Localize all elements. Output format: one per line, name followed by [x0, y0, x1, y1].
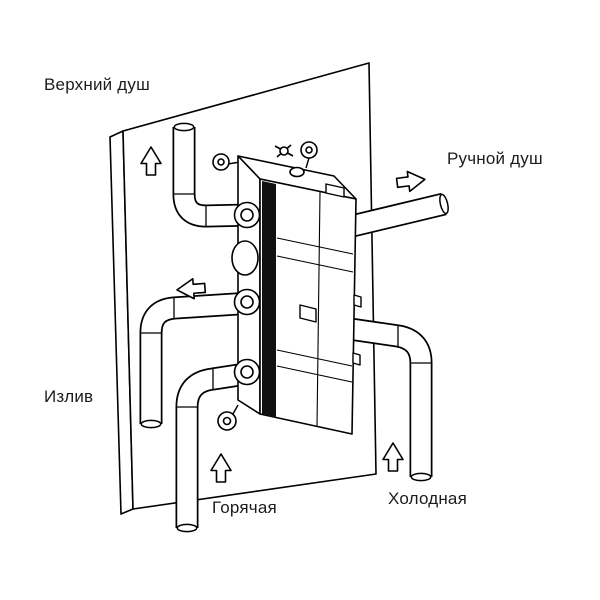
valve-gasket-stripe — [262, 181, 276, 418]
label-hot-water: Горячая — [212, 498, 277, 517]
mounting-bracket-top — [212, 141, 318, 171]
pipe-open-end — [439, 193, 449, 215]
diverter-knob — [231, 240, 259, 276]
front-panel-details — [276, 183, 362, 428]
pipe-elbow-seams — [139, 296, 175, 334]
label-cold-water: Холодная — [388, 489, 467, 508]
cold-water-pipe — [348, 317, 433, 482]
valve-top-knob — [289, 166, 305, 178]
pipe-open-end — [173, 122, 195, 132]
pipe-open-end — [410, 472, 432, 482]
mixer-valve-body — [212, 141, 362, 435]
hot-water-pipe — [175, 361, 254, 533]
pipe-open-end — [140, 419, 162, 429]
pipe-open-end — [176, 523, 198, 533]
pipe-elbow-seams — [175, 367, 214, 408]
cold-water-flow-arrow — [382, 442, 404, 472]
pipe-elbow-seams — [397, 324, 433, 364]
hand-shower-flow-arrow — [395, 168, 427, 194]
mounting-bracket-bottom — [217, 404, 239, 431]
top-shower-pipe — [172, 122, 253, 228]
side-tab — [353, 294, 362, 308]
hand-shower-pipe — [345, 192, 449, 239]
label-top-shower: Верхний душ — [44, 75, 150, 94]
clip-detail — [299, 304, 317, 323]
pipe-elbow-seams — [172, 193, 207, 228]
side-tab — [352, 352, 361, 366]
spout-pipe — [139, 291, 253, 429]
label-spout: Излив — [44, 387, 94, 406]
notch-detail — [325, 183, 345, 198]
pipe-connection-ports — [233, 201, 261, 386]
label-hand-shower: Ручной душ — [447, 149, 543, 168]
